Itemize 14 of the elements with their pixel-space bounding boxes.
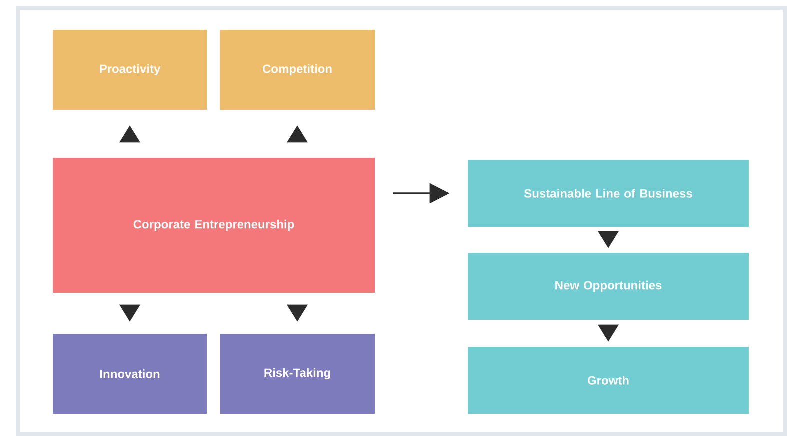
process-box: Proactivity [53,30,207,110]
process-box: Corporate Entrepreneurship [53,158,375,293]
arrowhead [598,324,619,342]
arrowhead [120,126,140,143]
process-box: Risk-Taking [220,334,375,414]
process-box: Sustainable Line of Business [468,160,749,227]
process-box: New Opportunities [468,253,749,320]
arrowhead [598,231,619,248]
arrowhead [287,126,308,143]
arrowhead [287,304,308,322]
arrowhead [120,304,140,322]
process-box: Competition [220,30,375,110]
process-box: Growth [468,347,749,414]
process-box: Innovation [53,334,207,414]
